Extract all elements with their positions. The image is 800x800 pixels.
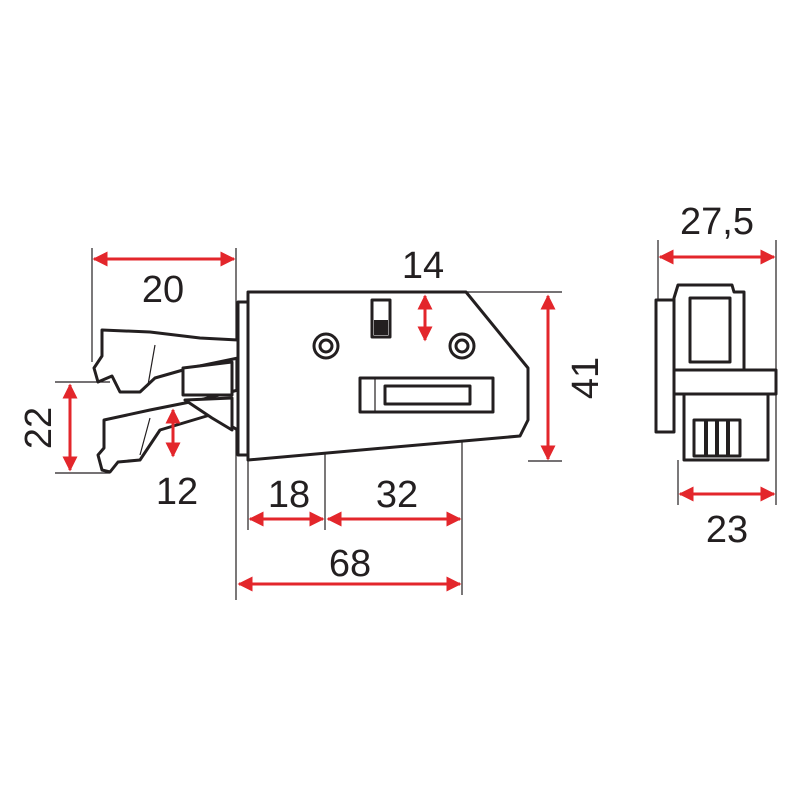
dim-label-41: 41 <box>565 357 607 399</box>
dimension-arrows <box>62 249 776 592</box>
side-view <box>654 283 778 462</box>
dim-label-68: 68 <box>329 543 371 585</box>
dim-label-14: 14 <box>402 245 444 287</box>
latch-body <box>236 290 530 462</box>
dim-label-23: 23 <box>706 509 748 551</box>
dim-label-22: 22 <box>18 407 60 449</box>
jaw-assembly <box>92 328 240 474</box>
dim-label-20: 20 <box>142 269 184 311</box>
dim-label-18: 18 <box>268 474 310 516</box>
dim-label-12: 12 <box>156 471 198 513</box>
dim-label-27-5: 27,5 <box>680 201 754 243</box>
dim-label-32: 32 <box>376 474 418 516</box>
